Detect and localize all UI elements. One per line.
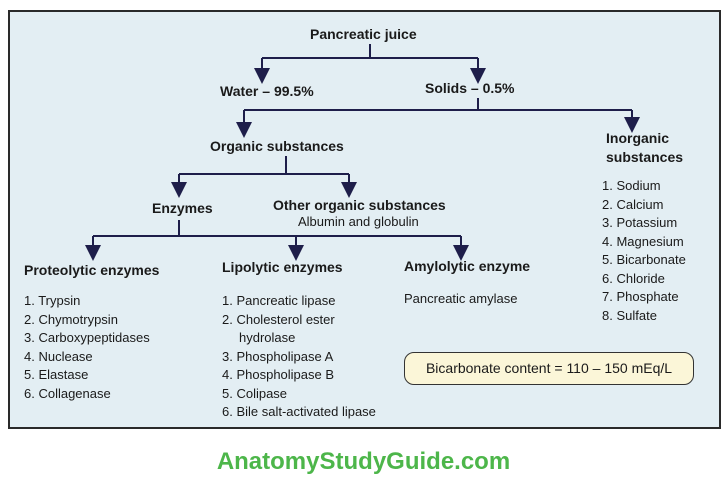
other-organic-detail: Albumin and globulin (298, 214, 419, 229)
list-item: 3. Potassium (602, 215, 678, 230)
proteolytic-list: 1. Trypsin 2. Chymotrypsin 3. Carboxypepti… (24, 292, 150, 403)
solids-label: Solids – 0.5% (425, 80, 515, 96)
site-watermark: AnatomyStudyGuide.com (216, 448, 511, 475)
water-label: Water – 99.5% (220, 83, 314, 99)
list-item: 6. Collagenase (24, 385, 111, 401)
list-item: 6. Bile salt-activated lipase (222, 404, 376, 419)
list-item: 1. Trypsin (24, 293, 81, 308)
list-item: 2. Chymotrypsin (24, 311, 118, 327)
inorganic-label-line2: substances (606, 149, 684, 165)
list-item: 6. Chloride (602, 270, 665, 286)
list-item: 1. Sodium (602, 178, 661, 193)
proteolytic-title: Proteolytic enzymes (24, 262, 160, 278)
list-item: 3. Phospholipase A (222, 348, 334, 364)
lipolytic-list: 1. Pancreatic lipase 2. Cholesterol ester… (222, 292, 376, 422)
inorganic-list: 1. Sodium 2. Calcium 3. Potassium 4. Magnes… (602, 177, 686, 325)
list-item: 2. Calcium (602, 196, 664, 212)
amylolytic-title: Amylolytic enzyme (404, 258, 531, 274)
list-item: 8. Sulfate (602, 307, 657, 323)
list-item: 2. Cholesterol ester (222, 311, 335, 327)
enzymes-label: Enzymes (152, 200, 213, 216)
pancreatic-juice-label: Pancreatic juice (310, 26, 417, 42)
list-item: 3. Carboxypeptidases (24, 330, 150, 345)
other-organic-label: Other organic substances (273, 197, 446, 213)
list-item: hydrolase (239, 330, 296, 345)
list-item: 4. Phospholipase B (222, 367, 335, 382)
list-item: 4. Nuclease (24, 348, 93, 364)
list-item: 5. Colipase (222, 385, 288, 401)
amylolytic-item: Pancreatic amylase (404, 291, 518, 306)
lipolytic-title: Lipolytic enzymes (222, 259, 343, 275)
list-item: 5. Elastase (24, 367, 89, 382)
list-item: 5. Bicarbonate (602, 252, 686, 267)
inorganic-label-line1: Inorganic (606, 130, 670, 146)
organic-substances-label: Organic substances (210, 138, 344, 154)
list-item: 4. Magnesium (602, 233, 684, 249)
list-item: 7. Phosphate (602, 289, 679, 304)
bicarbonate-note: Bicarbonate content = 110 – 150 mEq/L (404, 352, 694, 385)
list-item: 1. Pancreatic lipase (222, 293, 336, 308)
